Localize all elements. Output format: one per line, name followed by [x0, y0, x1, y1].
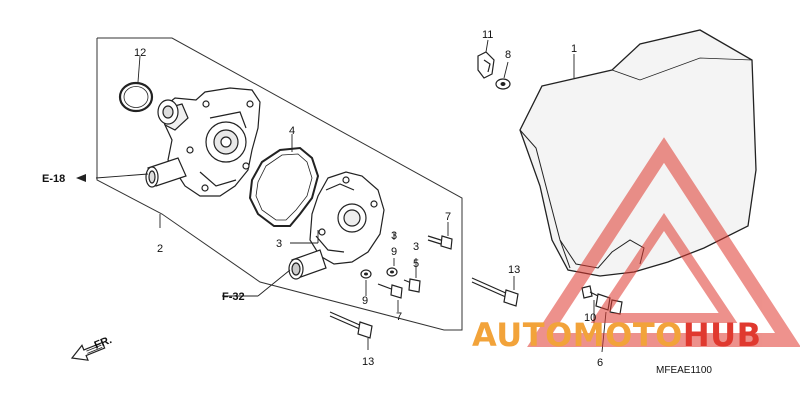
pump-cover-part: [288, 171, 385, 280]
part-label-7a: 7: [445, 211, 451, 223]
bolt-part-7b: [377, 283, 403, 299]
watermark-hub: HUB: [683, 316, 762, 354]
watermark-text: AUTOMOTOHUB: [472, 316, 762, 354]
part-label-13b: 13: [508, 264, 520, 276]
watermark-triangle: [527, 137, 800, 347]
part-label-9b: 9: [362, 295, 368, 307]
ref-label-f32: F-32: [222, 291, 245, 303]
water-pump-body: [145, 87, 261, 197]
front-direction-label: FR.: [93, 334, 114, 352]
washer-part-9b: [360, 269, 372, 279]
part-label-8: 8: [505, 49, 511, 61]
diagram-code: MFEAE1100: [656, 365, 712, 376]
part-label-3b: 3: [391, 230, 397, 242]
long-bolt-part-13a: [329, 311, 373, 339]
watermark-moto: MOTO: [573, 316, 683, 354]
ref-label-e18: E-18: [42, 173, 65, 185]
part-label-13a: 13: [362, 356, 374, 368]
part-label-1: 1: [571, 43, 577, 55]
bolt-part-10: [581, 285, 599, 299]
washer-part-8: [495, 78, 511, 90]
ref-arrow-e18: [76, 174, 86, 182]
part-label-6: 6: [597, 357, 603, 369]
part-label-9a: 9: [391, 246, 397, 258]
assembly-outline: [96, 37, 463, 331]
o-ring-part: [118, 81, 154, 113]
bolt-part-7a: [427, 235, 453, 250]
part-label-11: 11: [482, 29, 493, 41]
part-label-7b: 7: [396, 311, 402, 323]
front-direction-arrow-icon: [70, 341, 106, 361]
part-label-3a: 3: [276, 238, 282, 250]
clip-part-11: [477, 51, 495, 79]
watermark-auto: AUTO: [472, 316, 573, 354]
part-label-5: 5: [413, 258, 419, 270]
gasket-part: [248, 146, 320, 227]
bolt-part-5: [403, 278, 421, 293]
part-label-10: 10: [584, 312, 596, 324]
part-label-2: 2: [157, 243, 163, 255]
long-bolt-part-13b: [471, 277, 519, 307]
part-label-4: 4: [289, 125, 295, 137]
housing-cover-part-1: [519, 29, 757, 277]
washer-part-9a: [386, 267, 398, 277]
part-label-3c: 3: [413, 241, 419, 253]
part-label-12: 12: [134, 47, 146, 59]
